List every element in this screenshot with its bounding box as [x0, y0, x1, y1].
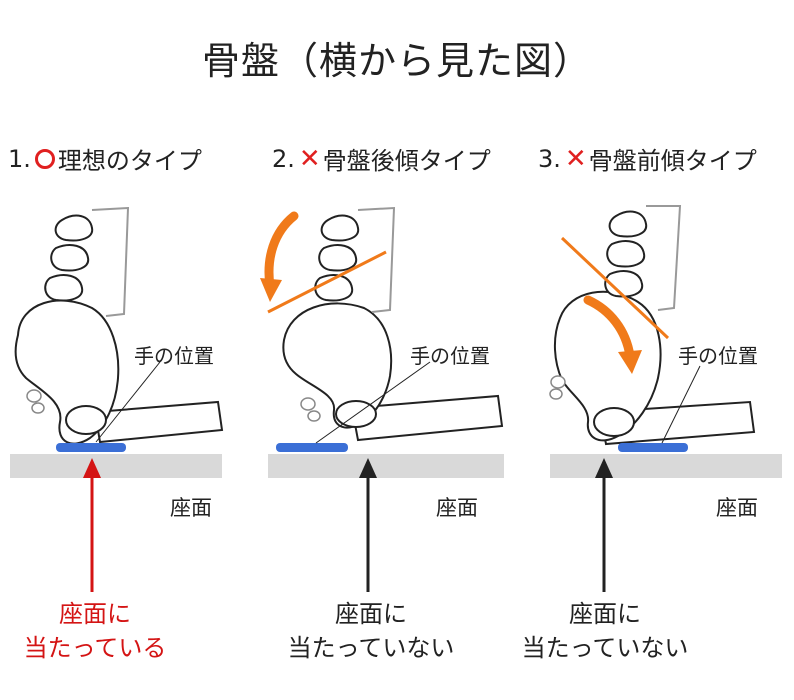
seat-surface: [550, 454, 782, 478]
hand-pointer-line: [661, 365, 701, 444]
panel-heading: 2. ✕ 骨盤後傾タイプ: [272, 141, 491, 176]
seat-label: 座面: [716, 496, 758, 520]
sitting-bone-pad: [276, 443, 348, 452]
pelvis-posterior-illustration: [260, 206, 504, 592]
tilt-arrow-head: [618, 350, 642, 374]
contact-line-1: 座面に: [59, 600, 131, 628]
hand-position-label: 手の位置: [410, 344, 490, 368]
panel-anterior-tilt: 3. ✕ 骨盤前傾タイプ 手の位置: [522, 0, 794, 700]
contact-label: 座面に 当たっていない: [490, 597, 720, 665]
contact-arrow-head: [83, 458, 101, 478]
panel-heading: 1. 理想のタイプ: [8, 141, 202, 176]
contact-label: 座面に 当たっていない: [256, 597, 486, 665]
panel-ideal: 1. 理想のタイプ: [0, 0, 264, 700]
spine-vertebrae: [314, 214, 360, 302]
seat-surface: [10, 454, 222, 478]
panel-heading-text: 理想のタイプ: [57, 147, 202, 175]
panel-posterior-tilt: 2. ✕ 骨盤後傾タイプ: [260, 0, 528, 700]
contact-line-2: 当たっている: [23, 634, 167, 662]
spine-outline: [357, 206, 396, 313]
contact-arrow-head: [359, 458, 377, 478]
panel-number: 2.: [272, 144, 295, 173]
thigh-bone: [350, 394, 504, 442]
ischium-bone: [593, 407, 635, 437]
seat-label: 座面: [436, 496, 478, 520]
hand-pointer-line: [315, 361, 431, 444]
spine-outline: [91, 206, 130, 317]
contact-arrow-head: [595, 458, 613, 478]
panel-number: 1.: [8, 144, 31, 173]
sitting-bone-pad: [56, 443, 126, 452]
spine-outline: [646, 205, 682, 311]
cross-ng-icon: ✕: [298, 143, 321, 174]
tilt-arrow: [264, 211, 299, 291]
circle-ok-icon: [34, 148, 55, 169]
contact-label: 座面に 当たっている: [0, 597, 210, 665]
contact-line-2: 当たっていない: [521, 634, 689, 662]
tailbone: [300, 397, 321, 422]
seat-label: 座面: [170, 496, 212, 520]
tilt-arrow: [583, 295, 635, 361]
tilt-arrow-head: [260, 278, 282, 302]
seat-surface: [268, 454, 504, 478]
thigh-bone: [93, 400, 224, 444]
panel-heading-text: 骨盤後傾タイプ: [322, 147, 491, 175]
panel-heading: 3. ✕ 骨盤前傾タイプ: [538, 141, 757, 176]
hand-position-label: 手の位置: [134, 344, 214, 368]
page-title: 骨盤（横から見た図）: [201, 39, 592, 83]
panel-number: 3.: [538, 144, 561, 173]
spine-vertebrae: [44, 214, 94, 302]
cross-ng-icon: ✕: [564, 143, 587, 174]
hand-position-label: 手の位置: [678, 344, 758, 368]
panel-heading-text: 骨盤前傾タイプ: [588, 147, 757, 175]
pelvis-anterior-illustration: [549, 205, 782, 592]
tilt-line: [560, 236, 670, 340]
pelvis-ideal-illustration: [10, 206, 224, 592]
ischium-bone: [65, 405, 107, 435]
contact-line-2: 当たっていない: [287, 634, 455, 662]
tailbone: [26, 389, 45, 414]
contact-line-1: 座面に: [335, 600, 407, 628]
tilt-line: [267, 250, 387, 314]
spine-vertebrae: [604, 210, 648, 298]
tailbone: [549, 375, 566, 400]
sitting-bone-pad: [618, 443, 688, 452]
hand-pointer-line: [95, 361, 161, 443]
contact-line-1: 座面に: [569, 600, 641, 628]
